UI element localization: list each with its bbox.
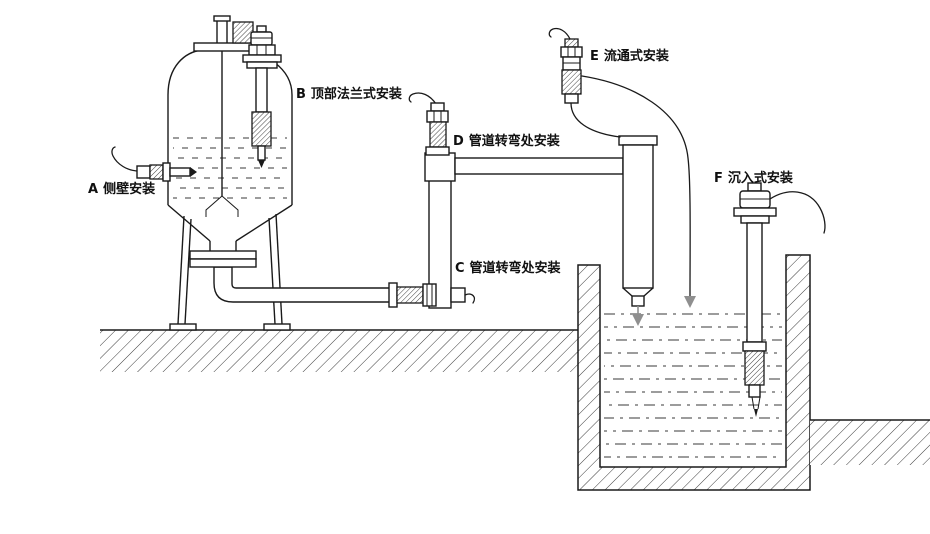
tank-legs [169, 213, 291, 331]
outfall-pipe [618, 135, 658, 307]
agitator-motor [232, 21, 254, 44]
sensor-cable [408, 92, 437, 105]
tank [167, 15, 393, 331]
sensor-cable [766, 191, 826, 234]
probe-tip [190, 167, 197, 177]
probe-element [251, 111, 272, 147]
sensor-d [408, 92, 450, 156]
tank-liquid [173, 137, 287, 199]
sensor-b [242, 25, 282, 168]
flow-arrow-outlet-icon [684, 296, 696, 308]
sensor-cable [464, 293, 476, 304]
agitator-drive [193, 15, 254, 52]
inlet-tube [570, 102, 621, 138]
pipe-bend-upper [424, 152, 456, 182]
sensor-e [548, 27, 691, 297]
agitator [205, 51, 239, 217]
pipe-run-upper [454, 157, 624, 175]
ground-right [810, 419, 930, 465]
sensor-c [388, 282, 476, 308]
sensor-a [111, 146, 197, 182]
ground-left [100, 329, 578, 372]
flow-arrow-outfall-icon [632, 306, 644, 326]
sensor-f [733, 182, 826, 417]
probe-tip [754, 409, 758, 417]
probe-element [561, 69, 582, 95]
probe-element [744, 350, 765, 386]
probe-element [429, 121, 447, 148]
pit [577, 254, 811, 491]
tank-body [167, 49, 293, 268]
riser-pipe [424, 152, 456, 309]
probe-tip [258, 160, 265, 168]
probe-element [396, 286, 424, 304]
tank-outlet-pipe [213, 266, 393, 303]
sensor-cable [111, 146, 140, 172]
outlet-tube [581, 75, 691, 297]
sensor-cable [548, 27, 571, 40]
